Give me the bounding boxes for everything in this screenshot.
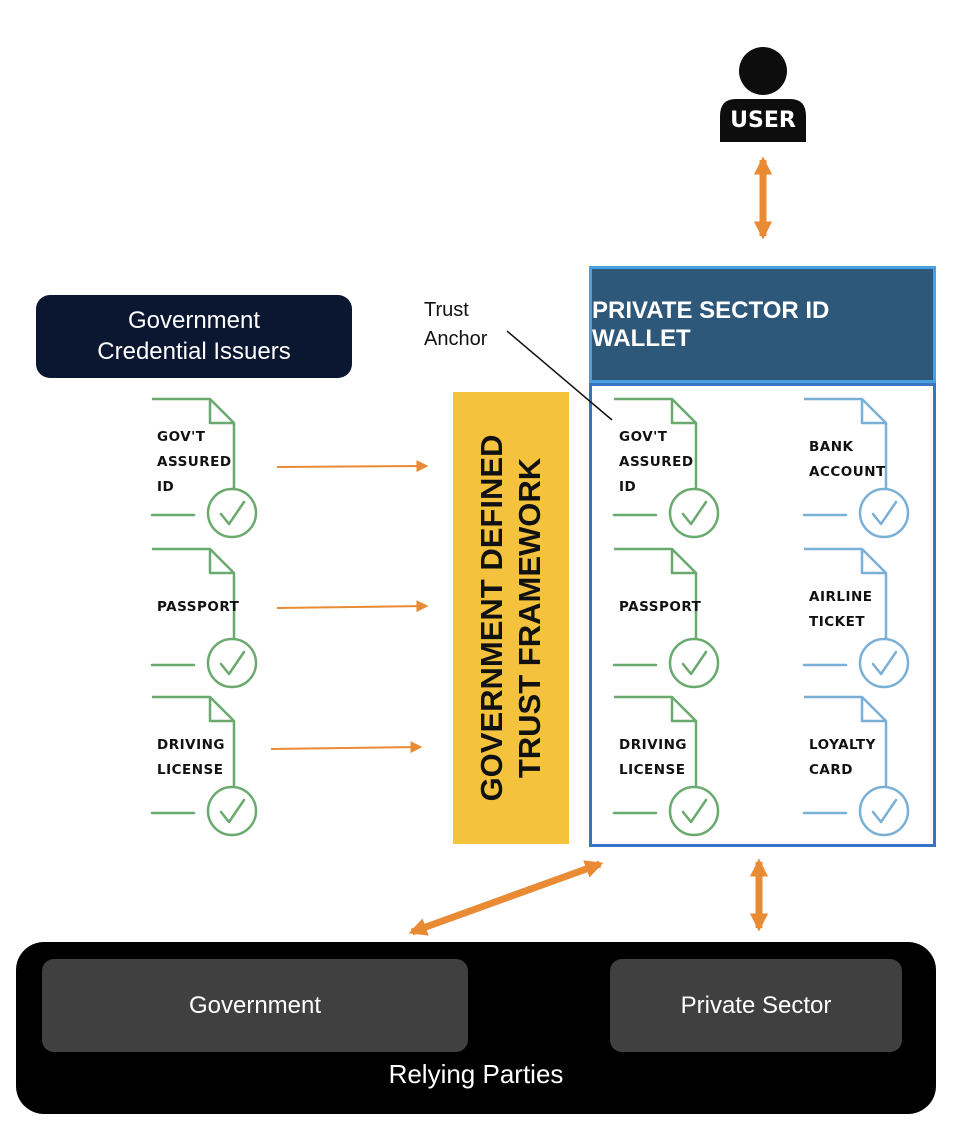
user-icon: [714, 46, 812, 144]
document-icon: [802, 547, 910, 689]
rp-private-sector-box: Private Sector: [610, 959, 902, 1052]
trust-framework-bar: GOVERNMENT DEFINED TRUST FRAMEWORK: [453, 392, 569, 844]
issuer-arrow-1: [276, 460, 429, 473]
wallet-private-document: BANK ACCOUNT: [802, 397, 916, 545]
document-label-line: ASSURED: [157, 454, 232, 470]
document-label-line: GOV'T: [619, 429, 668, 445]
document-label-line: TICKET: [809, 614, 866, 630]
document-label: GOV'T ASSURED ID: [619, 425, 694, 500]
document-icon: [150, 695, 258, 837]
issuers-title-box: Government Credential Issuers: [36, 295, 352, 378]
document-label: BANK ACCOUNT: [809, 435, 886, 485]
document-label: PASSPORT: [619, 595, 701, 620]
document-label-line: CARD: [809, 762, 853, 778]
trust-framework-text: GOVERNMENT DEFINED TRUST FRAMEWORK: [473, 435, 549, 802]
document-icon: [612, 547, 720, 689]
document-label: LOYALTY CARD: [809, 733, 876, 783]
issuer-document: GOV'T ASSURED ID: [150, 397, 264, 545]
document-label-line: LICENSE: [157, 762, 224, 778]
document-label-line: AIRLINE: [809, 589, 873, 605]
wallet-private-document: AIRLINE TICKET: [802, 547, 916, 695]
issuers-title-line2: Credential Issuers: [97, 338, 291, 365]
document-icon: [612, 695, 720, 837]
issuer-arrow-3: [270, 741, 423, 754]
rp-government-box: Government: [42, 959, 468, 1052]
document-label-line: ACCOUNT: [809, 464, 886, 480]
document-icon: [802, 695, 910, 837]
document-label-line: LOYALTY: [809, 737, 876, 753]
framework-line1: GOVERNMENT DEFINED: [474, 434, 509, 802]
wallet-gov-document: GOV'T ASSURED ID: [612, 397, 726, 545]
document-icon: [612, 397, 720, 539]
document-label: GOV'T ASSURED ID: [157, 425, 232, 500]
trust-anchor-line1: Trust: [424, 299, 469, 321]
relying-parties-box: Government Private Sector Relying Partie…: [16, 942, 936, 1114]
document-label-line: DRIVING: [157, 737, 225, 753]
document-label-line: LICENSE: [619, 762, 686, 778]
trust-anchor-label: Trust Anchor: [424, 296, 487, 354]
wallet-government-arrow: [408, 860, 604, 936]
document-label-line: ASSURED: [619, 454, 694, 470]
wallet-header: PRIVATE SECTOR ID WALLET: [589, 266, 936, 383]
relying-parties-title: Relying Parties: [388, 1059, 564, 1089]
issuers-title-line1: Government: [127, 307, 261, 334]
wallet-body: [589, 383, 936, 847]
user-label: USER: [730, 108, 796, 133]
issuer-arrow-2: [276, 600, 429, 613]
document-label-line: BANK: [809, 439, 854, 455]
document-label-line: ID: [619, 479, 637, 495]
wallet-private-document: LOYALTY CARD: [802, 695, 916, 843]
wallet-gov-document: DRIVING LICENSE: [612, 695, 726, 843]
document-label: PASSPORT: [157, 595, 239, 620]
document-label: DRIVING LICENSE: [619, 733, 687, 783]
issuer-document: PASSPORT: [150, 547, 264, 695]
document-label-line: DRIVING: [619, 737, 687, 753]
issuer-document: DRIVING LICENSE: [150, 695, 264, 843]
trust-anchor-line2: Anchor: [424, 328, 488, 350]
document-label: DRIVING LICENSE: [157, 733, 225, 783]
document-label-line: ID: [157, 479, 175, 495]
framework-line2: TRUST FRAMEWORK: [512, 457, 547, 779]
wallet-gov-document: PASSPORT: [612, 547, 726, 695]
document-icon: [802, 397, 910, 539]
document-icon: [150, 547, 258, 689]
document-label-line: PASSPORT: [619, 599, 702, 615]
document-label: AIRLINE TICKET: [809, 585, 873, 635]
document-label-line: GOV'T: [157, 429, 206, 445]
document-label-line: PASSPORT: [157, 599, 240, 615]
document-icon: [150, 397, 258, 539]
